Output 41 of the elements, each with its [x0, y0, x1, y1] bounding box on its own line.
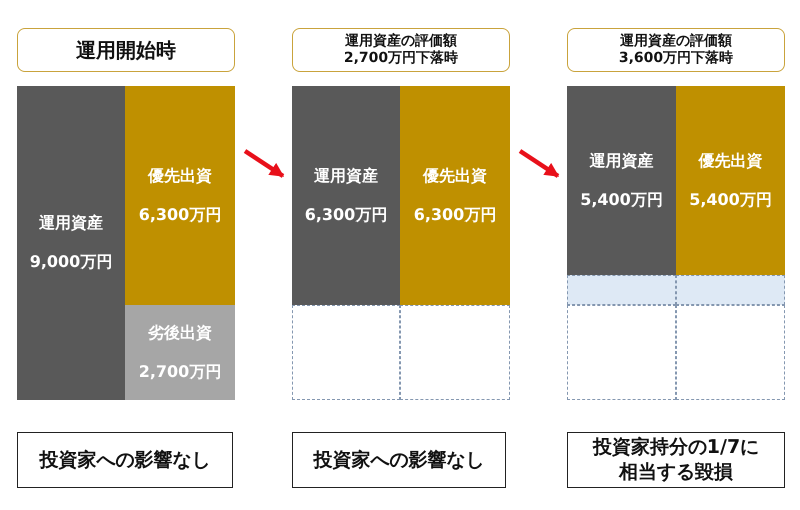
arrow: [518, 149, 560, 178]
preferred-block: [400, 86, 510, 305]
block-label: 5,400万円: [580, 190, 663, 210]
block-label: 6,300万円: [414, 204, 496, 226]
asset-block: [567, 86, 676, 275]
empty-box: [292, 305, 400, 400]
header-box: [17, 28, 235, 72]
asset-block: [292, 86, 400, 305]
loss-box: [676, 275, 785, 305]
subordinated-block: [125, 305, 235, 400]
header-text: 運用資産の評価額3,600万円下落時: [618, 32, 734, 68]
block-label: 5,400万円: [689, 190, 772, 210]
result-box: [17, 432, 233, 488]
block-label: 運用資産: [590, 150, 654, 172]
header-box: [292, 28, 510, 72]
header-text: 運用資産の評価額2,700万円下落時: [342, 32, 460, 68]
result-box: [292, 432, 506, 488]
block-label: 6,300万円: [304, 204, 388, 226]
arrow: [244, 149, 284, 178]
asset-block: [17, 86, 125, 400]
result-text: 投資家持分の1/7に相当する毀損: [592, 435, 760, 485]
block-label: 優先出資: [423, 166, 487, 186]
empty-box: [676, 305, 785, 400]
block-label: 2,700万円: [138, 362, 222, 382]
block-label: 運用資産: [39, 213, 103, 234]
block-label: 優先出資: [698, 150, 762, 172]
block-label: 9,000万円: [30, 252, 112, 273]
result-text: 投資家への影響なし: [314, 448, 484, 472]
block-label: 劣後出資: [148, 322, 212, 344]
result-box: [567, 432, 785, 488]
loss-box: [567, 275, 676, 305]
result-text: 投資家への影響なし: [40, 448, 210, 472]
header-text: 運用開始時: [76, 38, 176, 62]
block-label: 運用資産: [314, 166, 378, 186]
preferred-block: [676, 86, 785, 275]
block-label: 優先出資: [148, 166, 212, 186]
empty-box: [400, 305, 510, 400]
empty-box: [567, 305, 676, 400]
preferred-block: [125, 86, 235, 305]
block-label: 6,300万円: [138, 204, 222, 226]
header-box: [567, 28, 785, 72]
